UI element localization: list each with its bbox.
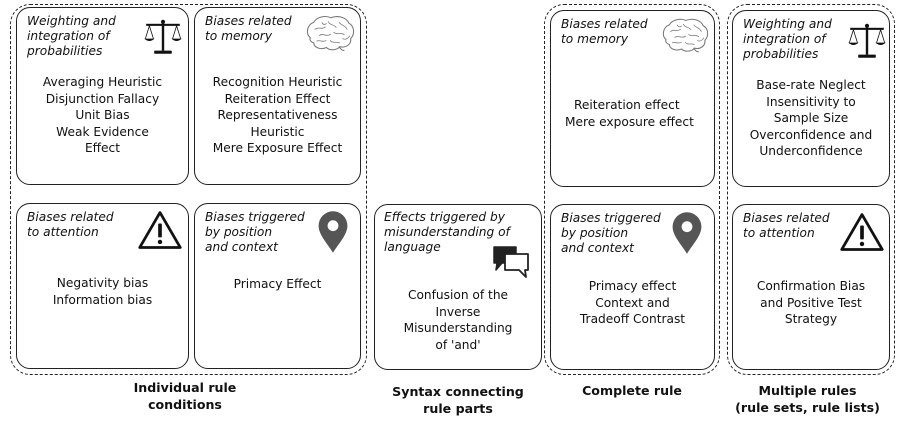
box-biases-triggered-by-position: Biases triggered by position and context… (550, 204, 715, 370)
list-item: Inverse (435, 304, 481, 319)
bias-list: Averaging Heuristic Disjunction Fallacy … (17, 74, 188, 157)
list-item: Negativity bias (56, 276, 149, 290)
list-item: Effect (84, 141, 121, 155)
box-title: Weighting and integration of probabiliti… (27, 14, 116, 58)
location-pin-icon (315, 209, 351, 255)
list-item: Confirmation Bias (756, 279, 866, 293)
bias-list: Reiteration effect Mere exposure effect (565, 97, 714, 130)
list-item: Representativeness (217, 108, 338, 122)
location-pin-icon (669, 210, 705, 256)
list-item: Mere Exposure Effect (212, 141, 343, 155)
list-item: Misunderstanding (403, 321, 513, 335)
group-individual-rule-conditions (10, 4, 367, 375)
list-item: Base-rate Neglect (756, 78, 866, 92)
brain-icon (303, 14, 357, 54)
box-biases-related-to-attention: Biases related to attention Negativity b… (16, 203, 189, 369)
list-item: Underconfidence (759, 144, 863, 158)
bias-list: Primacy effect Context and Tradeoff Cont… (551, 278, 714, 328)
bias-list: Base-rate Neglect Insensitivity to Sampl… (733, 77, 889, 160)
list-item: Information bias (52, 292, 153, 307)
bias-list: Primacy Effect (195, 276, 360, 293)
scales-icon (847, 21, 887, 61)
box-title: Biases related to attention (743, 211, 830, 240)
speech-bubbles-icon (491, 243, 531, 279)
list-item: Heuristic (250, 124, 305, 139)
list-item: Reiteration effect (574, 98, 680, 112)
box-biases-related-to-attention: Biases related to attention Confirmation… (732, 204, 890, 370)
list-item: Confusion of the (407, 288, 509, 302)
list-item: Weak Evidence (56, 124, 149, 139)
caption-multiple-rules: Multiple rules (rule sets, rule lists) (735, 383, 880, 415)
list-item: and Positive Test (760, 295, 862, 310)
box-biases-triggered-by-position: Biases triggered by position and context… (194, 203, 361, 369)
box-effects-triggered-by-language: Effects triggered by misunderstanding of… (374, 204, 542, 370)
list-item: Overconfidence and (749, 127, 873, 142)
bias-list: Recognition Heuristic Reiteration Effect… (195, 74, 360, 157)
warning-icon (839, 211, 885, 253)
caption-syntax-connecting-rule-parts: Syntax connecting rule parts (392, 384, 524, 416)
box-title: Biases triggered by position and context (561, 211, 661, 255)
list-item: Mere exposure effect (565, 114, 694, 129)
list-item: Recognition Heuristic (212, 75, 343, 89)
box-title: Biases related to memory (205, 14, 292, 43)
box-biases-related-to-memory: Biases related to memory Reiteration eff… (550, 10, 715, 187)
list-item: Primacy Effect (233, 277, 322, 291)
list-item: Disjunction Fallacy (45, 91, 160, 106)
box-weighting-and-integration: Weighting and integration of probabiliti… (16, 7, 189, 185)
list-item: Tradeoff Contrast (579, 312, 686, 326)
bias-list: Confusion of the Inverse Misunderstandin… (375, 287, 541, 353)
group-multiple-rules (727, 4, 895, 375)
list-item: Unit Bias (75, 108, 130, 122)
list-item: Insensitivity to (766, 94, 856, 109)
box-title: Effects triggered by misunderstanding of… (384, 210, 510, 254)
caption-individual-rule-conditions: Individual rule conditions (133, 380, 237, 412)
box-title: Biases triggered by position and context (205, 210, 305, 254)
brain-icon (659, 17, 711, 55)
list-item: Context and (595, 295, 670, 310)
list-item: of 'and' (435, 337, 481, 352)
box-title: Weighting and integration of probabiliti… (743, 17, 832, 61)
list-item: Averaging Heuristic (42, 75, 163, 89)
group-complete-rule (544, 4, 720, 375)
box-title: Biases related to memory (561, 17, 648, 46)
box-weighting-and-integration: Weighting and integration of probabiliti… (732, 10, 890, 187)
list-item: Primacy effect (588, 279, 677, 293)
bias-list: Confirmation Bias and Positive Test Stra… (733, 278, 889, 328)
scales-icon (143, 17, 183, 57)
bias-list: Negativity bias Information bias (17, 275, 188, 308)
list-item: Reiteration Effect (224, 91, 331, 106)
list-item: Strategy (784, 312, 838, 326)
box-title: Biases related to attention (27, 210, 114, 239)
list-item: Sample Size (773, 111, 849, 125)
caption-complete-rule: Complete rule (582, 383, 682, 398)
box-biases-related-to-memory: Biases related to memory Recognition Heu… (194, 7, 361, 185)
warning-icon (137, 209, 183, 251)
